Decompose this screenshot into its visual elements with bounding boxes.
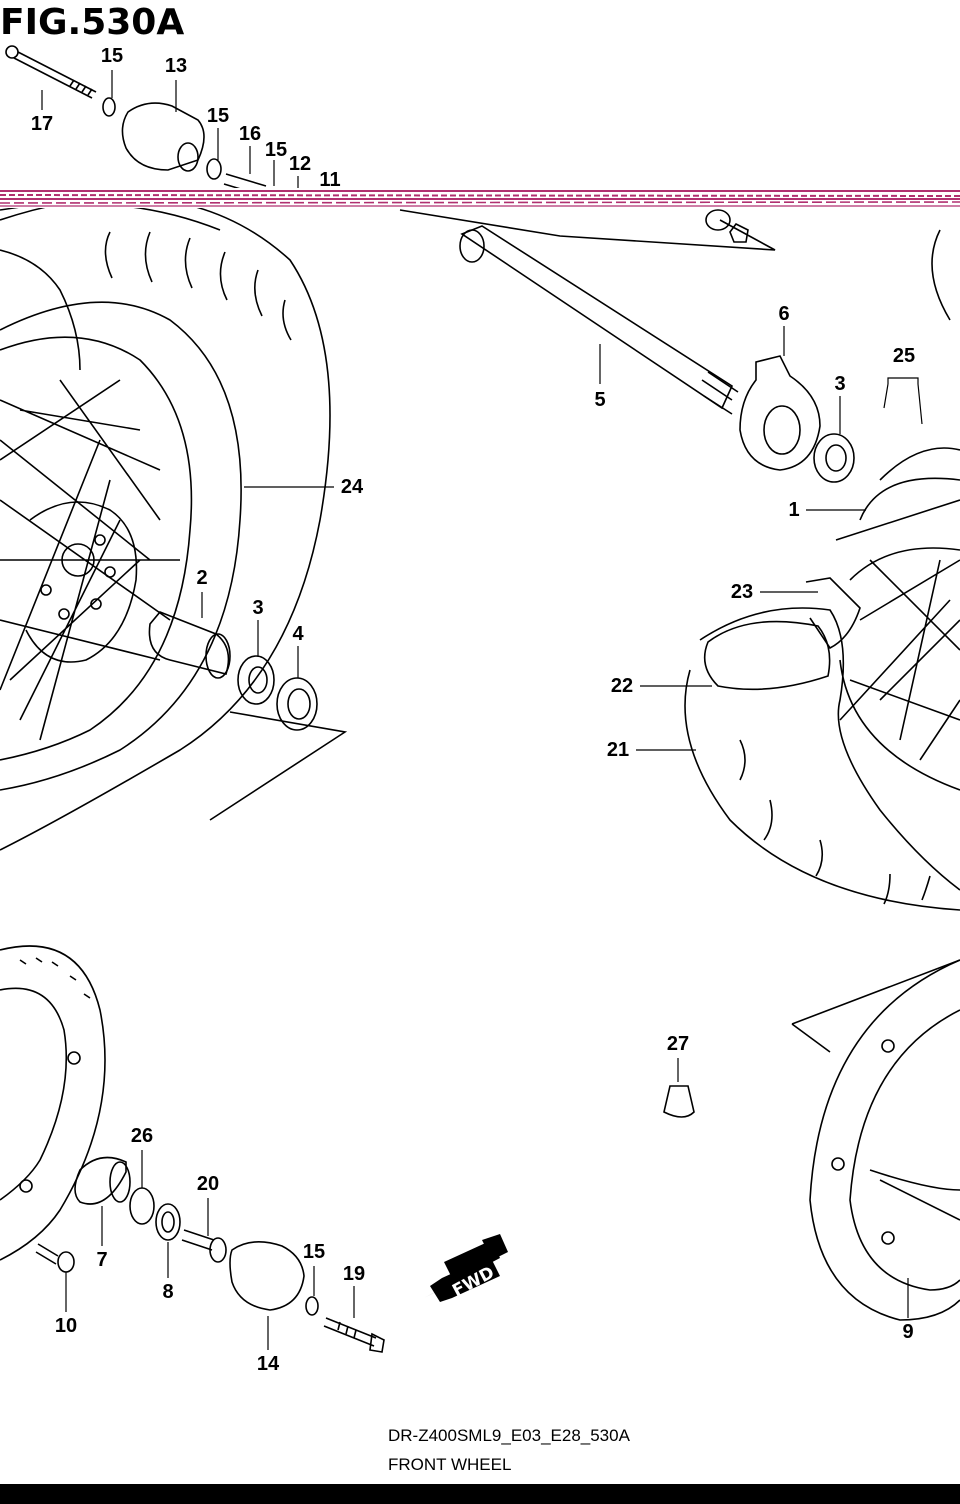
axle-bolt-17 (5, 45, 97, 99)
callout-2: 2 (196, 567, 207, 589)
bearing-3-left (237, 655, 275, 705)
callout-27: 27 (667, 1033, 689, 1055)
fwd-arrow: FWD (424, 1234, 508, 1302)
collar-14 (229, 1241, 305, 1311)
spacer-7 (74, 1156, 131, 1205)
callout-24: 24 (341, 476, 364, 498)
brake-disc-left (0, 945, 106, 1261)
scan-artifact-band (0, 188, 960, 208)
callout-12: 12 (289, 153, 311, 175)
callout-7: 7 (96, 1249, 107, 1271)
callout-17: 17 (31, 113, 53, 135)
speedometer-gearbox-6 (739, 355, 821, 471)
callout-8: 8 (162, 1281, 173, 1303)
callout-26: 26 (131, 1125, 153, 1147)
brake-disc-9 (809, 959, 960, 1321)
axle-5 (459, 225, 739, 415)
oil-seal-4 (276, 677, 318, 731)
callout-21: 21 (607, 739, 629, 761)
spacer-20 (181, 1229, 227, 1263)
oil-seal-26 (129, 1187, 155, 1225)
leader-lines (41, 70, 923, 1350)
callout-15: 15 (207, 105, 229, 127)
callout-5: 5 (594, 389, 605, 411)
callout-3: 3 (252, 597, 263, 619)
callout-layer: 1233456789101112131415151515161719202122… (31, 45, 915, 1375)
callout-15: 15 (303, 1241, 325, 1263)
bottom-border (0, 1484, 960, 1504)
inner-tube-22 (703, 620, 831, 691)
callout-1: 1 (788, 499, 799, 521)
washer-15d (305, 1296, 319, 1316)
spacer-2 (148, 611, 231, 679)
assembly-guide-left (209, 711, 348, 821)
axle-bolt-19 (323, 1317, 385, 1353)
model-code: DR-Z400SML9_E03_E28_530A (388, 1426, 630, 1445)
section-name: FRONT WHEEL (388, 1455, 512, 1474)
bearing-3-right (813, 433, 855, 483)
callout-9: 9 (902, 1321, 913, 1343)
disc-bolt-10 (35, 1243, 75, 1273)
callout-25: 25 (893, 345, 915, 367)
callout-4: 4 (292, 623, 304, 645)
callout-11: 11 (319, 169, 340, 191)
callout-23: 23 (731, 581, 753, 603)
tire-21 (684, 607, 960, 911)
washer-15b (206, 158, 222, 180)
callout-6: 6 (778, 303, 789, 325)
callout-19: 19 (343, 1263, 365, 1285)
callout-14: 14 (257, 1353, 280, 1375)
washer-15a (102, 97, 116, 117)
callout-20: 20 (197, 1173, 219, 1195)
assembly-guide-right (791, 959, 960, 1053)
callout-3: 3 (834, 373, 845, 395)
callout-13: 13 (165, 55, 187, 77)
callout-22: 22 (611, 675, 633, 697)
nut-top-right (705, 209, 749, 243)
nut-8 (155, 1203, 181, 1241)
rim-band-23 (805, 577, 861, 650)
left-wheel (0, 196, 331, 851)
callout-15: 15 (101, 45, 123, 67)
callout-15: 15 (265, 139, 287, 161)
callout-16: 16 (239, 123, 261, 145)
callout-10: 10 (55, 1315, 77, 1337)
figure-title: FIG.530A (0, 2, 185, 43)
valve-cap-27 (663, 1085, 695, 1118)
collar-13 (121, 102, 205, 172)
